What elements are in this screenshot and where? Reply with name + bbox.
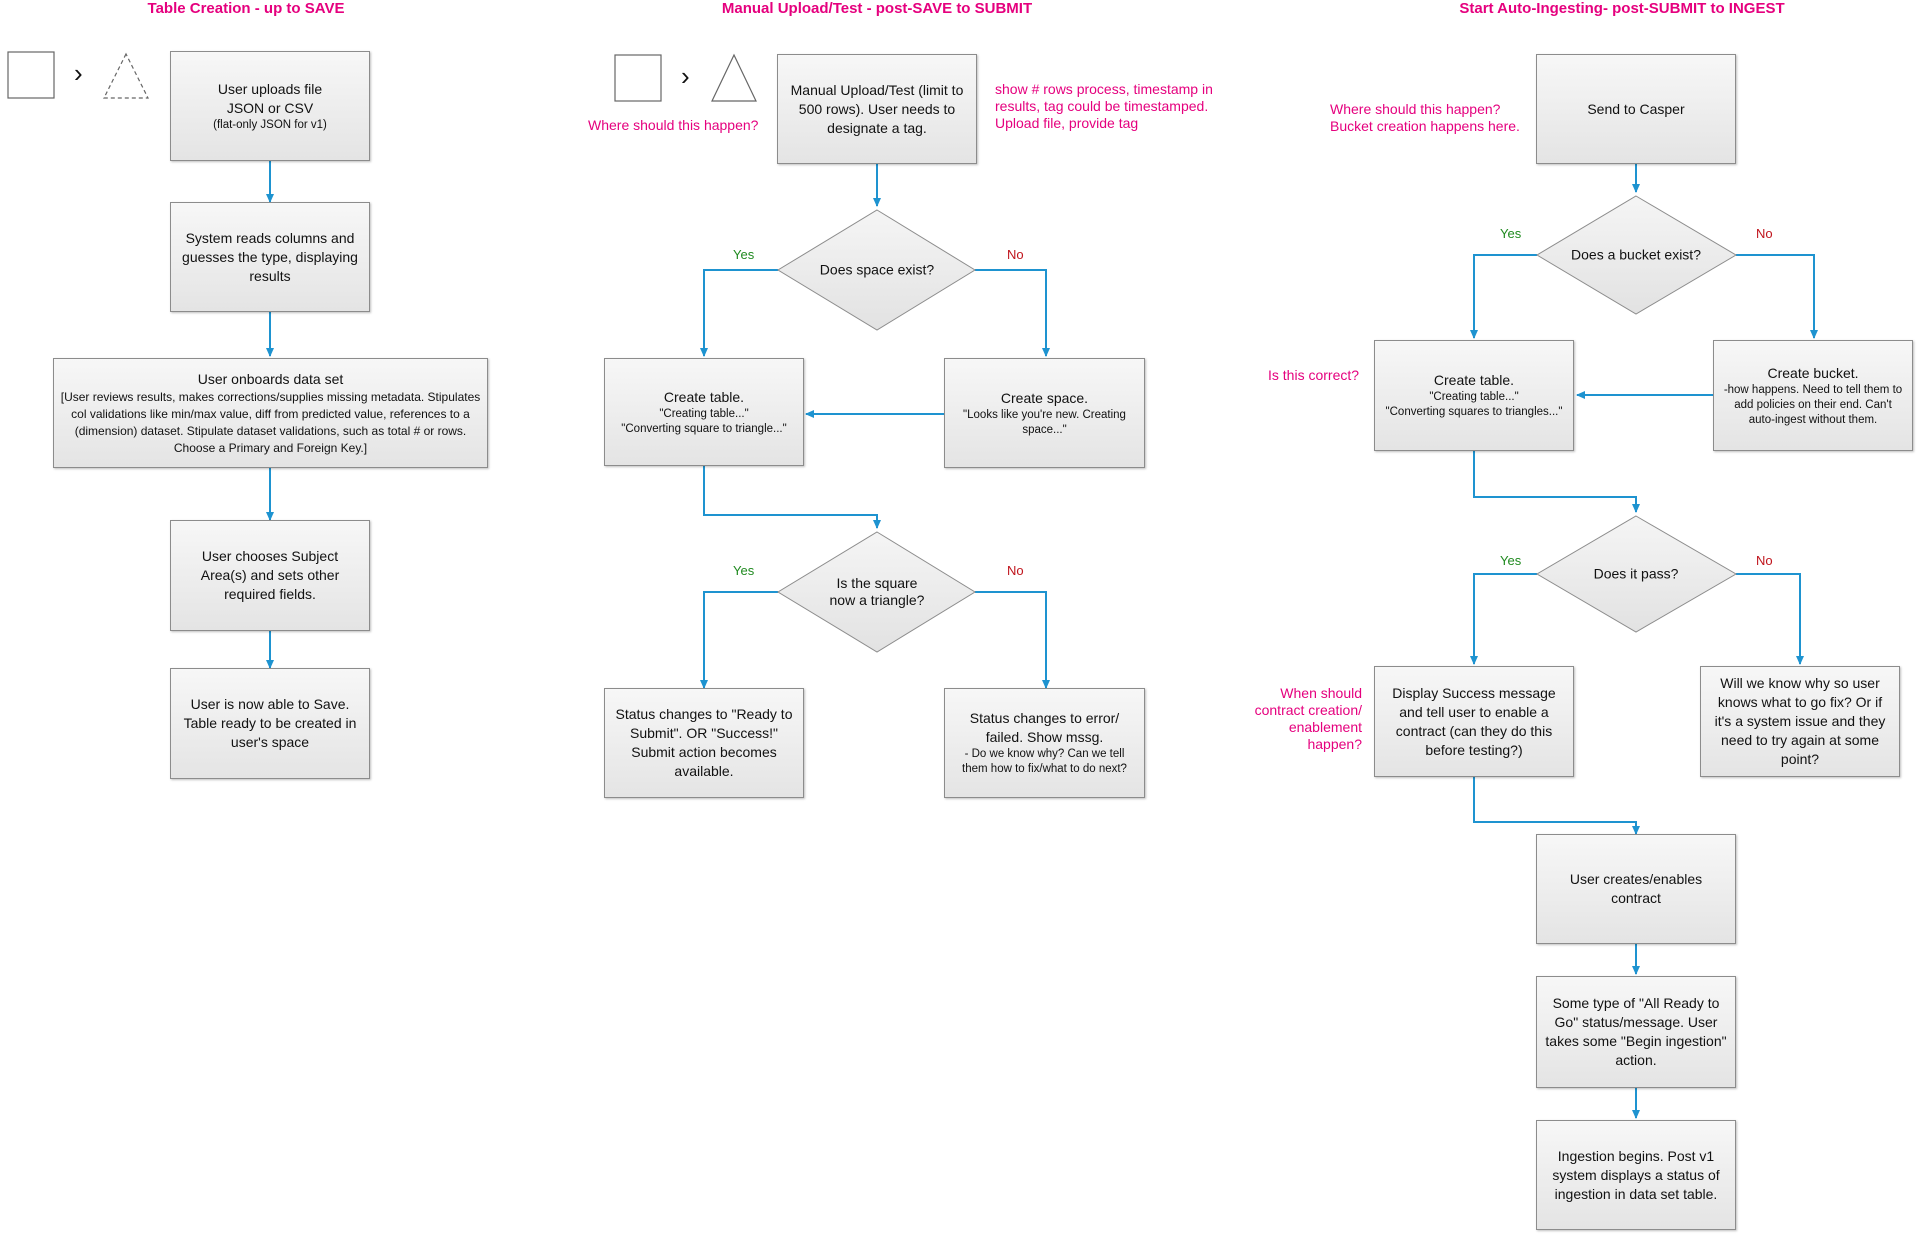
- section-title-auto-ingest: Start Auto-Ingesting- post-SUBMIT to ING…: [1459, 0, 1785, 17]
- note-where-should-this-happen: Where should this happen?: [588, 117, 759, 133]
- arrow-success-to-contract: [1473, 777, 1640, 835]
- label-no: No: [1756, 226, 1773, 241]
- label-yes: Yes: [1500, 226, 1522, 241]
- section-title-table-creation: Table Creation - up to SAVE: [147, 0, 345, 17]
- step-display-success-message: Display Success message and tell user to…: [1374, 666, 1574, 777]
- chevron-right-icon: ›: [681, 61, 690, 91]
- step-user-uploads-file: User uploads file JSON or CSV (flat-only…: [170, 51, 370, 161]
- arrow-space-yes: [700, 269, 778, 357]
- decision-label-does-it-pass: Does it pass?: [1593, 565, 1679, 582]
- step-will-we-know-why: Will we know why so user knows what to g…: [1700, 666, 1900, 777]
- step-system-reads-columns: System reads columns and guesses the typ…: [170, 202, 370, 312]
- decision-bucket-exists: [1536, 195, 1737, 315]
- decision-does-it-pass: [1536, 515, 1737, 633]
- step-manual-upload-test: Manual Upload/Test (limit to 500 rows). …: [777, 54, 977, 164]
- label-yes: Yes: [733, 247, 755, 262]
- step-user-able-to-save: User is now able to Save. Table ready to…: [170, 668, 370, 779]
- step-all-ready-to-go: Some type of "All Ready to Go" status/me…: [1536, 976, 1736, 1088]
- legend-dashed-triangle: [103, 52, 149, 99]
- chevron-right-icon: ›: [74, 58, 83, 88]
- note-contract-creation-timing: When should contract creation/ enablemen…: [1254, 685, 1362, 752]
- arrow-triangle-yes: [700, 591, 778, 689]
- legend-triangle: [711, 53, 757, 102]
- label-no: No: [1756, 553, 1773, 568]
- note-is-this-correct: Is this correct?: [1268, 367, 1360, 383]
- note-bucket-creation: Where should this happen? Bucket creatio…: [1330, 101, 1520, 134]
- decision-space-exists: [777, 209, 976, 331]
- step-user-chooses-subject-area: User chooses Subject Area(s) and sets ot…: [170, 520, 370, 631]
- arrow-table-to-triangle-q: [703, 466, 881, 529]
- label-yes: Yes: [1500, 553, 1522, 568]
- arrow-table-to-pass-q: [1473, 451, 1640, 513]
- step-user-enables-contract: User creates/enables contract: [1536, 834, 1736, 944]
- decision-label-bucket-exists: Does a bucket exist?: [1571, 246, 1701, 263]
- arrow-pass-no: [1736, 573, 1804, 665]
- step-status-error: Status changes to error/ failed. Show ms…: [944, 688, 1145, 798]
- step-create-table: Create table. "Creating table..." "Conve…: [604, 358, 804, 466]
- legend-square-2: [614, 54, 662, 102]
- step-status-ready-to-submit: Status changes to "Ready to Submit". OR …: [604, 688, 804, 798]
- step-create-bucket: Create bucket. -how happens. Need to tel…: [1713, 340, 1913, 451]
- arrow-bucket-no: [1736, 254, 1818, 339]
- label-no: No: [1007, 247, 1024, 262]
- step-create-space: Create space. "Looks like you're new. Cr…: [944, 358, 1145, 468]
- arrow-bucket-yes: [1470, 254, 1537, 339]
- label-no: No: [1007, 563, 1024, 578]
- step-create-table-casper: Create table. "Creating table..." "Conve…: [1374, 340, 1574, 451]
- legend-square-1: [7, 51, 55, 99]
- step-send-to-casper: Send to Casper: [1536, 54, 1736, 164]
- decision-label-square-triangle: Is the square now a triangle?: [829, 575, 925, 608]
- arrow-triangle-no: [975, 591, 1050, 689]
- section-title-manual-upload: Manual Upload/Test - post-SAVE to SUBMIT: [721, 0, 1033, 17]
- step-ingestion-begins: Ingestion begins. Post v1 system display…: [1536, 1120, 1736, 1230]
- step-user-onboards-data-set: User onboards data set [User reviews res…: [53, 358, 488, 468]
- arrow-pass-yes: [1470, 573, 1537, 665]
- note-show-rows-process: show # rows process, timestamp in result…: [995, 81, 1213, 131]
- decision-square-triangle: [777, 531, 976, 653]
- label-yes: Yes: [733, 563, 755, 578]
- arrow-space-no: [975, 269, 1050, 357]
- decision-label-space-exists: Does space exist?: [819, 261, 935, 278]
